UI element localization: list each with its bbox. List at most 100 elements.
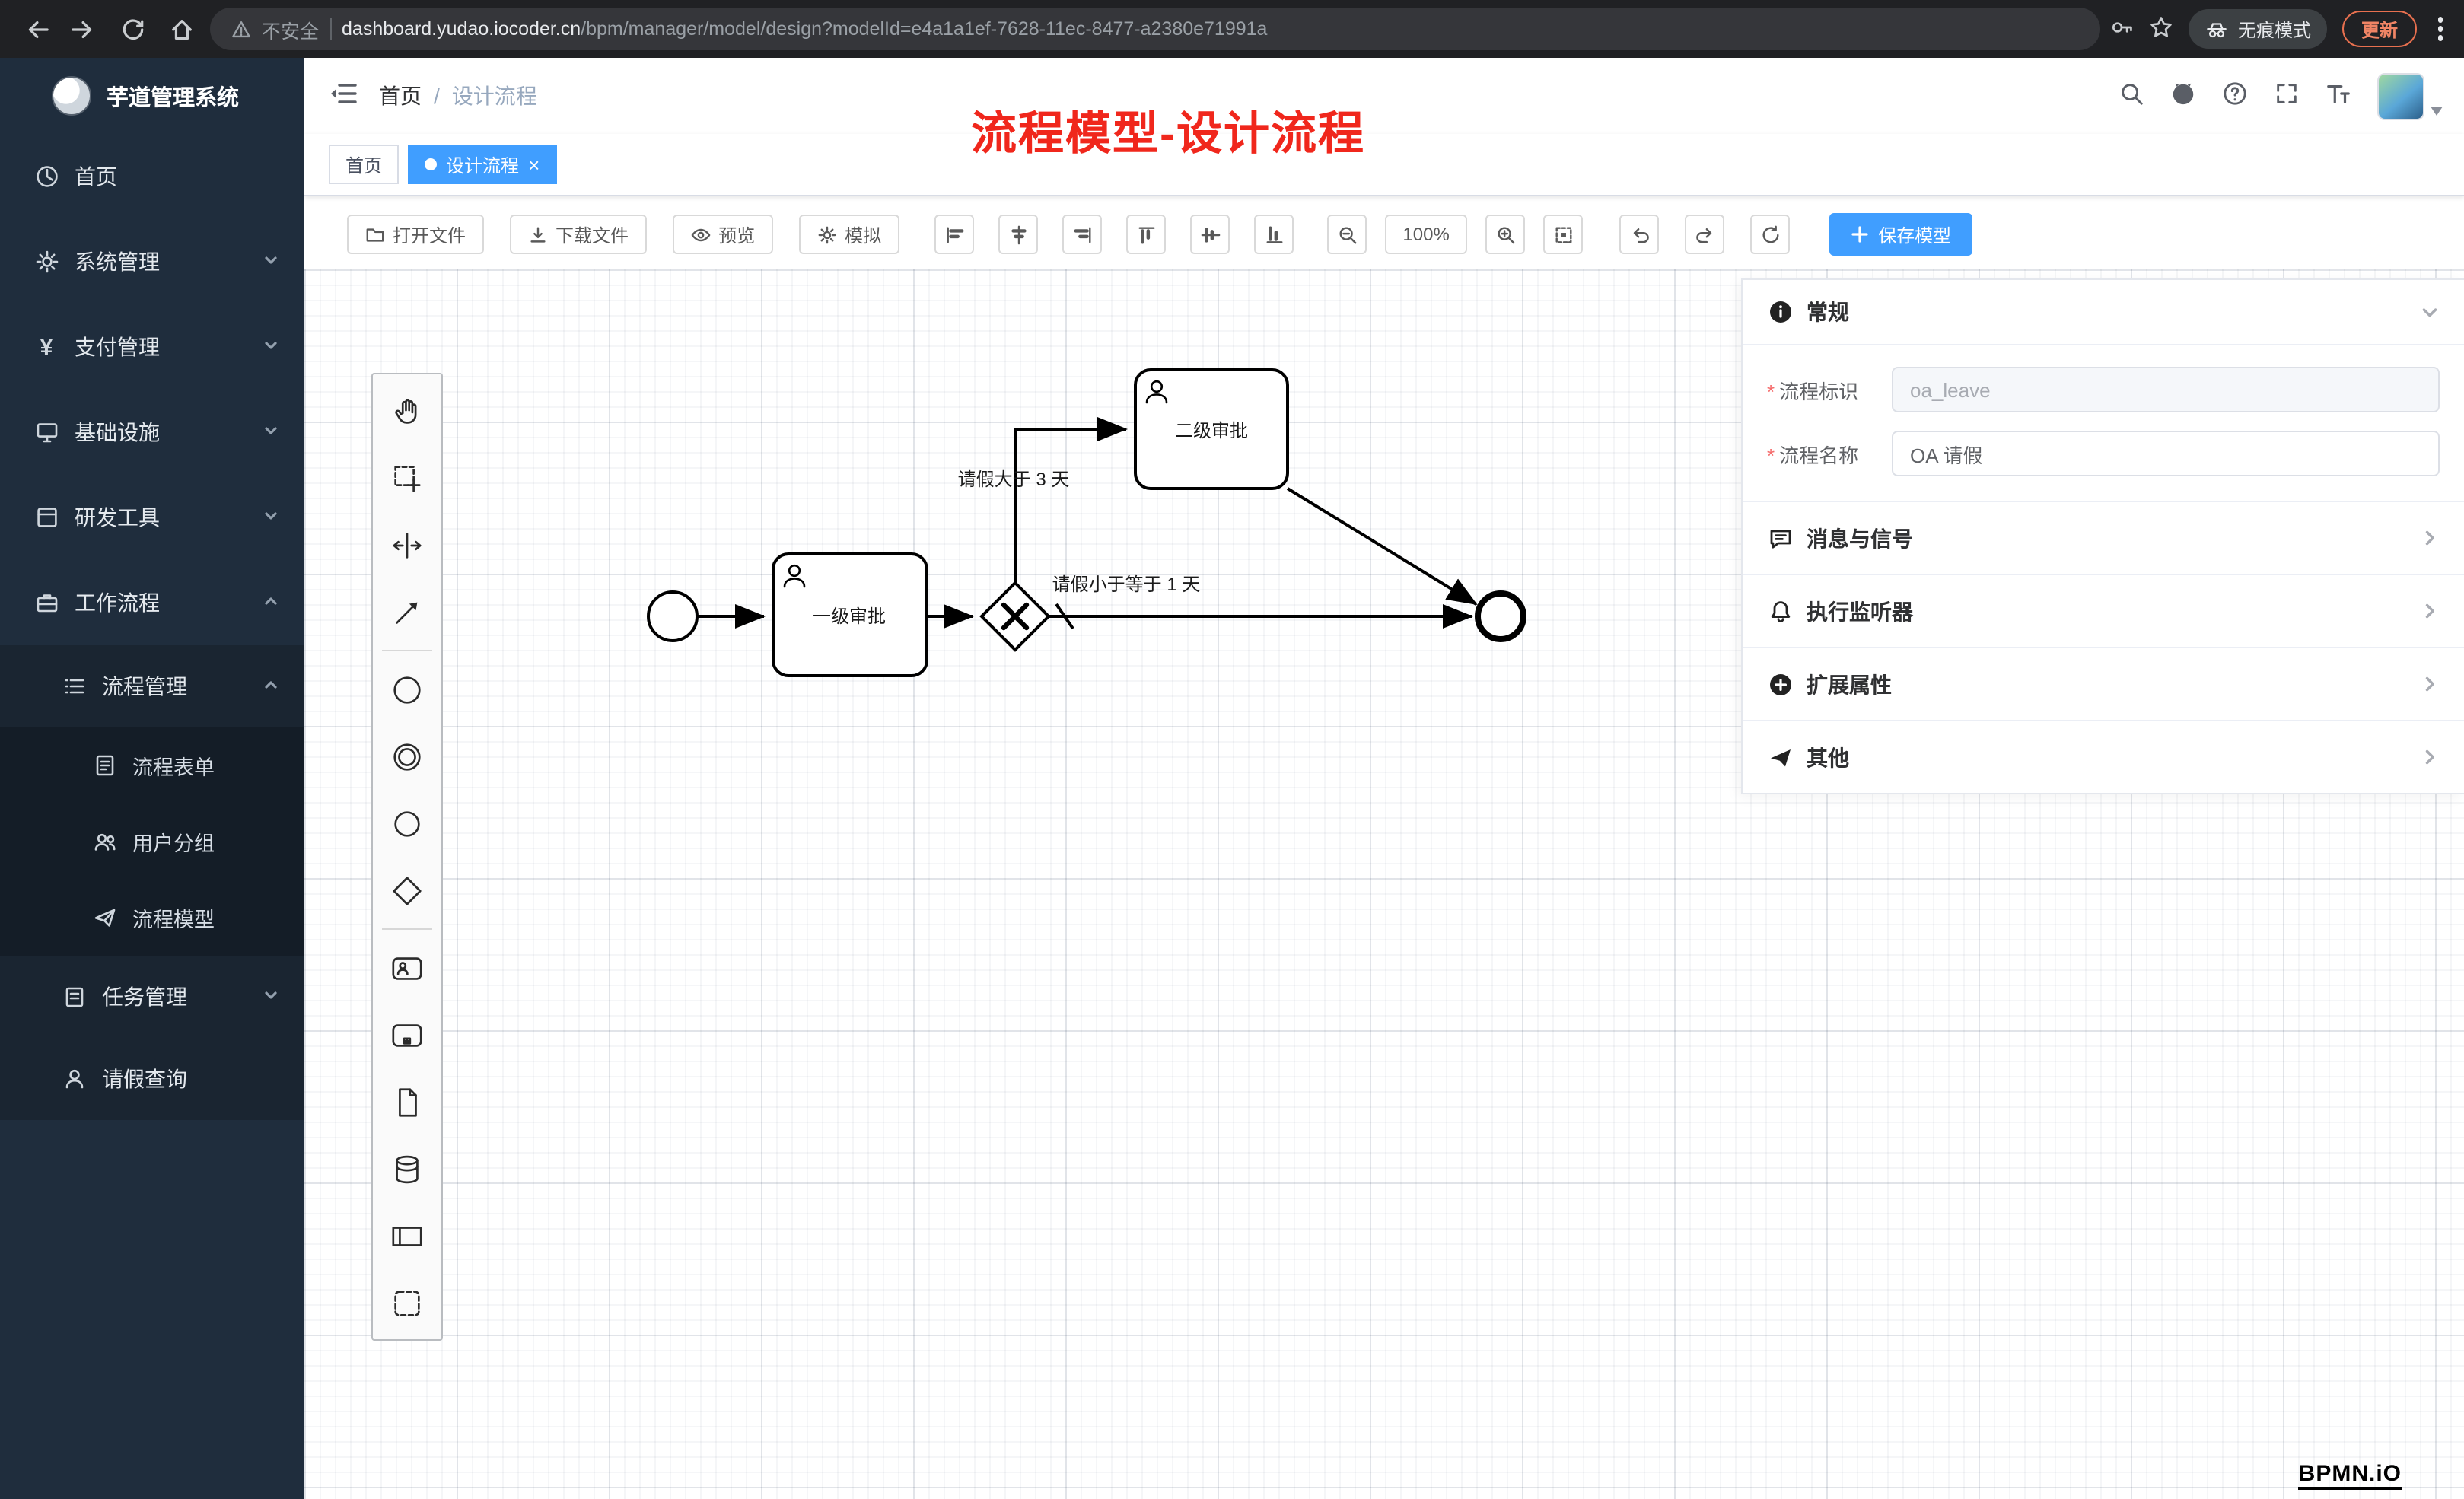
align-right-button[interactable] [1062, 215, 1103, 254]
user-menu[interactable] [2377, 72, 2443, 119]
panel-section-other[interactable]: 其他 [1743, 720, 2464, 793]
zoom-in-button[interactable] [1485, 215, 1526, 254]
fullscreen-icon[interactable] [2274, 81, 2300, 111]
font-size-icon[interactable] [2326, 81, 2351, 111]
simulate-button[interactable]: 模拟 [799, 215, 900, 254]
hand-tool[interactable] [373, 377, 441, 444]
process-name-input[interactable] [1892, 431, 2440, 476]
document-icon [91, 753, 117, 778]
sidebar-item-user-groups[interactable]: 用户分组 [0, 804, 304, 880]
default-flow-marker [1055, 603, 1074, 630]
sidebar-item-infrastructure[interactable]: 基础设施 [0, 390, 304, 475]
browser-menu-icon[interactable] [2431, 17, 2449, 41]
sequence-flow-task2-to-end[interactable] [1286, 487, 1478, 606]
process-name-field: 流程名称 [1767, 431, 2440, 476]
download-file-button[interactable]: 下载文件 [510, 215, 648, 254]
create-user-task[interactable] [373, 934, 441, 1001]
sidebar-item-task-management[interactable]: 任务管理 [0, 956, 304, 1038]
omnibox-divider [329, 18, 332, 40]
space-tool[interactable] [373, 511, 441, 578]
list-icon [61, 673, 87, 699]
yen-icon: ¥ [40, 334, 53, 360]
user-task-icon [783, 564, 806, 588]
restart-button[interactable] [1750, 215, 1791, 254]
create-end-event[interactable] [373, 790, 441, 857]
align-center-button[interactable] [998, 215, 1039, 254]
create-group[interactable] [373, 1269, 441, 1336]
back-button[interactable] [15, 9, 55, 49]
bpmn-user-task-level1[interactable]: 一级审批 [772, 552, 928, 677]
plus-icon [1851, 226, 1868, 243]
bookmark-star-icon[interactable] [2150, 14, 2174, 43]
align-top-button[interactable] [1126, 215, 1167, 254]
create-gateway[interactable] [373, 857, 441, 924]
tab-design-process[interactable]: 设计流程 × [408, 145, 557, 184]
sidebar-item-workflow[interactable]: 工作流程 [0, 560, 304, 645]
process-key-field: 流程标识 [1767, 367, 2440, 412]
align-bottom-button[interactable] [1254, 215, 1294, 254]
incognito-badge: 无痕模式 [2189, 9, 2328, 49]
flow-label-bottom[interactable]: 请假小于等于 1 天 [1052, 574, 1201, 595]
forward-button[interactable] [64, 9, 103, 49]
search-icon[interactable] [2119, 81, 2144, 111]
create-data-store[interactable] [373, 1135, 441, 1202]
sidebar-item-home[interactable]: 首页 [0, 134, 304, 219]
reload-button[interactable] [113, 9, 152, 49]
save-model-button[interactable]: 保存模型 [1829, 213, 1973, 256]
create-start-event[interactable] [373, 656, 441, 723]
github-icon[interactable] [2170, 81, 2196, 111]
svg-text:一级审批: 一级审批 [813, 606, 886, 627]
properties-panel: 常规 流程标识 流程名称 消息与信号 执行监听器 [1741, 278, 2464, 794]
undo-button[interactable] [1619, 215, 1660, 254]
sequence-flow-gateway-to-task2[interactable] [1014, 417, 1128, 583]
update-browser-button[interactable]: 更新 [2342, 11, 2416, 47]
align-middle-button[interactable] [1190, 215, 1230, 254]
tab-home[interactable]: 首页 [329, 145, 400, 184]
panel-section-execution-listeners[interactable]: 执行监听器 [1743, 574, 2464, 647]
breadcrumb-home[interactable]: 首页 [379, 84, 422, 108]
workflow-submenu: 流程管理 流程表单 用户分组 流程模型 任务管理 [0, 645, 304, 1120]
create-participant-pool[interactable] [373, 1202, 441, 1269]
app-logo[interactable]: 芋道管理系统 [0, 58, 304, 134]
zoom-out-button[interactable] [1327, 215, 1367, 254]
create-data-object[interactable] [373, 1068, 441, 1135]
create-subprocess[interactable] [373, 1001, 441, 1068]
passkey-icon[interactable] [2110, 14, 2135, 43]
bpmn-start-event[interactable] [647, 590, 699, 642]
sidebar-item-process-model[interactable]: 流程模型 [0, 880, 304, 956]
sidebar-item-system[interactable]: 系统管理 [0, 219, 304, 304]
panel-section-extended-attributes[interactable]: 扩展属性 [1743, 647, 2464, 720]
sidebar-item-process-form[interactable]: 流程表单 [0, 727, 304, 804]
lasso-tool[interactable] [373, 444, 441, 511]
preview-button[interactable]: 预览 [673, 215, 774, 254]
sidebar-collapse-button[interactable] [329, 79, 358, 113]
sidebar-item-leave-query[interactable]: 请假查询 [0, 1038, 304, 1120]
avatar[interactable] [2377, 72, 2424, 119]
fit-viewport-button[interactable] [1543, 215, 1584, 254]
bpmn-end-event[interactable] [1475, 590, 1526, 642]
message-icon [1767, 525, 1793, 551]
open-file-button[interactable]: 打开文件 [347, 215, 485, 254]
bpmn-exclusive-gateway[interactable] [979, 581, 1051, 652]
bpmn-user-task-level2[interactable]: 二级审批 [1134, 368, 1289, 490]
address-bar[interactable]: 不安全 dashboard.yudao.iocoder.cn/bpm/manag… [210, 8, 2101, 50]
panel-section-messages-signals[interactable]: 消息与信号 [1743, 501, 2464, 574]
chevron-down-icon [262, 420, 280, 444]
panel-section-general[interactable]: 常规 [1743, 280, 2464, 344]
logo-image [52, 76, 91, 116]
chevron-down-icon [262, 505, 280, 530]
help-icon[interactable] [2222, 81, 2248, 111]
bpmn-io-logo[interactable]: BPMN.iO [2298, 1461, 2402, 1490]
align-left-button[interactable] [934, 215, 975, 254]
flow-label-top[interactable]: 请假大于 3 天 [958, 469, 1070, 490]
close-tab-icon[interactable]: × [528, 153, 540, 176]
global-connect-tool[interactable] [373, 578, 441, 645]
home-button[interactable] [161, 9, 201, 49]
sidebar-item-devtools[interactable]: 研发工具 [0, 475, 304, 560]
process-key-input[interactable] [1892, 367, 2440, 412]
sidebar-item-process-management[interactable]: 流程管理 [0, 645, 304, 727]
sidebar-item-payment[interactable]: ¥ 支付管理 [0, 304, 304, 390]
create-intermediate-event[interactable] [373, 723, 441, 790]
chevron-down-icon [2420, 302, 2440, 322]
redo-button[interactable] [1685, 215, 1725, 254]
